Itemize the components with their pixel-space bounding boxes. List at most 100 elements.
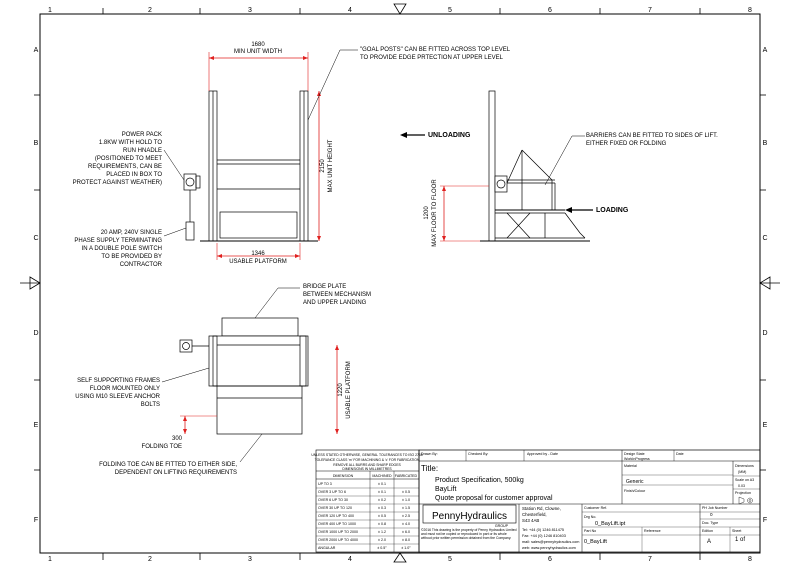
scale-value: 0.03 [738,484,745,488]
power-pack-line: PROTECT AGAINST WEATHER) [73,180,162,186]
barriers-leader [544,135,585,186]
power-pack-line: PLACED IN BOX TO [106,172,162,178]
col-label: 2 [148,556,152,563]
drawn-by-label: Drawn By: [421,452,438,456]
frames-line: SELF SUPPORTING FRAMES [77,378,160,384]
col-label: 7 [648,556,652,563]
dimensions-label: Dimensions [735,464,754,468]
contact-line: Fax: +44 (0) 1246 810403 [522,534,566,538]
tol-row-fabricated: ± 1.0° [401,546,411,550]
col-label: 3 [248,556,252,563]
side-elevation [480,90,590,242]
tol-row-fabricated: ± 6.0 [402,530,410,534]
front-elevation [183,90,318,242]
tol-row-machined: ± 0.1 [378,490,386,494]
copyright-block: ©2016 This drawing is the property of Pe… [421,528,517,540]
row-label: E [763,422,768,429]
tol-row-machined: ± 0.5° [377,546,387,550]
col-label: 1 [48,7,52,14]
projection-icon [738,496,753,505]
tol-row-dimension: UP TO 3 [318,482,332,486]
tol-header: UNLESS STATED OTHERWISE, GENERAL TOLERAN… [311,453,422,457]
supply-line: TO BE PROVIDED BY [101,254,162,260]
title-block [418,449,761,553]
dimensions-value: (MM) [738,470,746,474]
row-label: E [34,422,39,429]
goal-posts-note-1: "GOAL POSTS" CAN BE FITTED ACROSS TOP LE… [360,47,511,53]
bridge-note-1: BRIDGE PLATE [303,284,346,290]
goal-posts-leader [307,49,358,121]
edition-value: A [707,539,711,545]
unloading-arrowhead [400,132,407,138]
material-value: Generic [626,479,644,485]
col-label: 5 [448,556,452,563]
tol-row-dimension: OVER 30 UP TO 120 [318,506,352,510]
power-pack-line: (POSITIONED TO MEET [95,156,162,162]
tol-row-fabricated: ± 4.0 [402,522,410,526]
col-label: 8 [748,556,752,563]
design-state-label: Design State [624,452,645,456]
toe-label: FOLDING TOE [142,444,182,450]
tol-row-dimension: OVER 2000 UP TO 4000 [318,538,358,542]
title-line-3: Quote proposal for customer approval [435,495,553,502]
frames-leader [161,367,210,383]
toe-value: 300 [172,436,183,442]
tol-row-machined: ± 0.5 [378,514,386,518]
tol-header: REMOVE ALL BURRS AND SHARP EDGES [333,463,401,467]
col-label: 7 [648,7,652,14]
supply-line: IN A DOUBLE POLE SWITCH [82,246,162,252]
title-label: Title: [421,464,438,473]
col-label: 6 [548,7,552,14]
plan-platform-text: 1220 USABLE PLATFORM [338,361,352,419]
tol-row-machined: ± 1.2 [378,530,386,534]
col-label: 8 [748,7,752,14]
job-number-value: 0 [710,512,713,517]
row-label: A [34,47,39,54]
row-label: B [34,140,39,147]
power-pack-line: REQUIREMENTS, CAN BE [88,164,162,170]
tol-row-machined: ± 0.8 [378,522,386,526]
tol-row-machined: ± 0.1 [378,482,386,486]
col-label: 6 [548,556,552,563]
supply-line: 20 AMP, 240V SINGLE [101,230,162,236]
folding-leader [239,433,263,463]
tol-col-fabricated: FABRICATED [395,474,418,478]
part-label: Part No [584,529,596,533]
center-mark-top [393,3,407,15]
contact-line: Tel: +44 (0) 1246 811475 [522,528,564,532]
tol-col-machined: MACHINED [372,474,392,478]
projection-label: Projection [735,491,751,495]
frames-line: FLOOR MOUNTED ONLY [90,386,160,392]
address-line: Station Rd, Clowne, [522,506,561,511]
company-logo: PennyHydraulics [432,511,507,522]
copyright-text: ©2016 This drawing is the property of Pe… [421,528,517,540]
edition-label: Edition [702,529,713,533]
max-height-dim: 2150 MAX UNIT HEIGHT [320,139,334,192]
doc-type-label: Doc. Type [702,521,718,525]
barriers-note-1: BARRIERS CAN BE FITTED TO SIDES OF LIFT. [586,133,718,139]
tol-row-fabricated: ± 0.5 [402,490,410,494]
tol-row-fabricated: ± 8.0 [402,538,410,542]
col-label: 2 [148,7,152,14]
power-pack-leader [163,149,185,181]
sheet-label: Sheet [732,529,741,533]
floor-value: 1200 [424,206,430,220]
tol-row-machined: ± 2.0 [378,538,386,542]
folding-note-1: FOLDING TOE CAN BE FITTED TO EITHER SIDE… [99,462,237,468]
tol-row-machined: ± 0.3 [378,506,386,510]
plan-platform-value: 1220 [338,383,344,397]
tol-row-dimension: ANGULAR [318,546,336,550]
customer-ref-label: Customer Ref. [584,506,607,510]
scale-label: Scale on A3 [735,478,754,482]
tolerance-table: UNLESS STATED OTHERWISE, GENERAL TOLERAN… [311,449,423,553]
zone-labels: 1 2 3 4 5 6 7 8 1 2 3 4 5 6 7 8 A B C D … [33,7,767,563]
plan-view [179,317,309,435]
contact-line: web: www.pennyhydraulics.com [522,546,576,550]
tol-col-dimension: DIMENSION [333,474,354,478]
unloading-label: UNLOADING [428,132,471,139]
logo-group: GROUP [495,524,509,528]
contact-line: mail: sales@pennyhydraulics.com [522,540,579,544]
bridge-note-3: AND UPPER LANDING [303,300,367,306]
tol-row-fabricated: ± 1.5 [402,506,410,510]
